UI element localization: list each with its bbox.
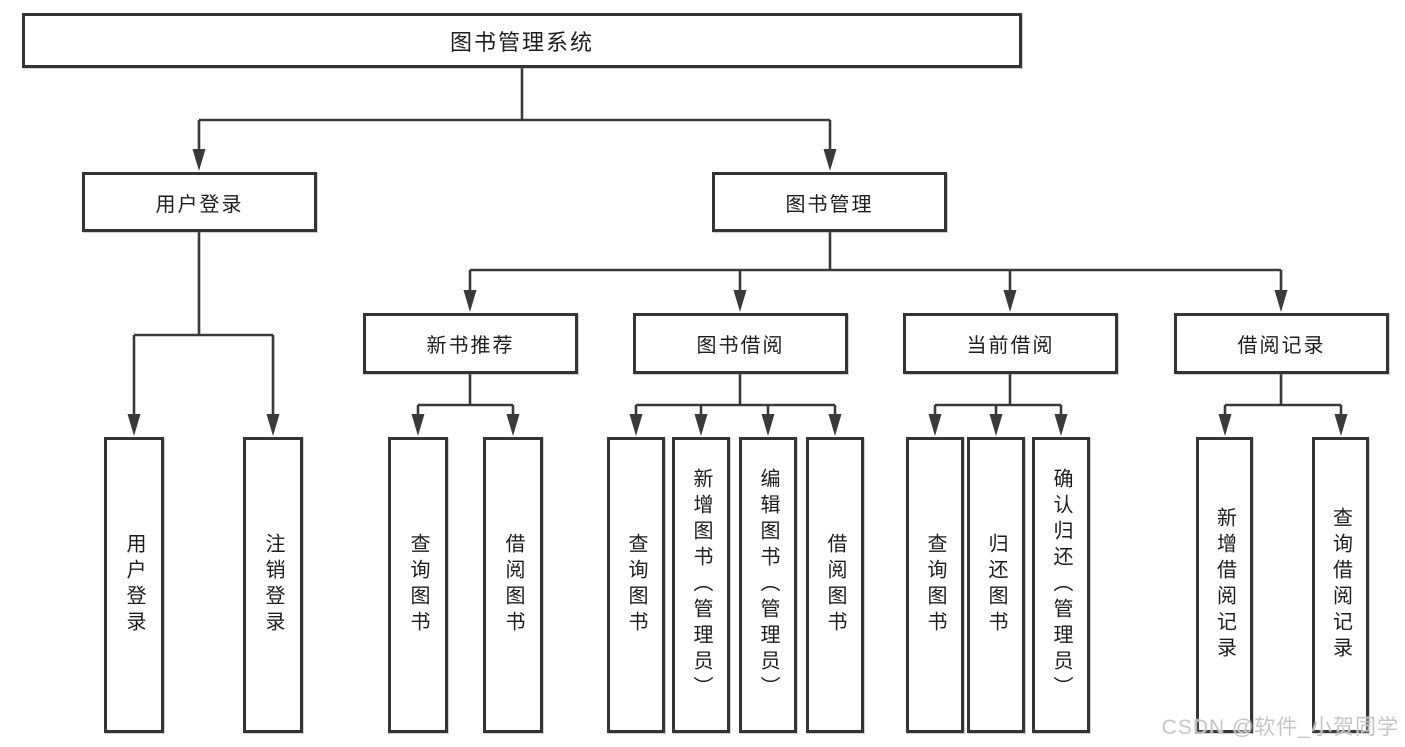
leaf-add-borrow-record: 新增借阅记录 [1196,437,1253,733]
arrowheads [127,149,1348,436]
watermark: CSDN @软件_小贺同学 [1161,716,1399,739]
node-new-book-recommendation: 新书推荐 [363,313,578,374]
leaf-query-books-recommend: 查询图书 [388,437,448,733]
node-book-management-module: 图书管理 [712,172,947,232]
node-user-login-module: 用户登录 [82,172,317,232]
leaf-query-books-current: 查询图书 [906,437,964,733]
node-library-management-system: 图书管理系统 [22,13,1022,68]
leaf-user-login: 用户登录 [104,437,164,733]
leaf-return-book: 归还图书 [967,437,1025,733]
leaf-borrow-books-recommend: 借阅图书 [483,437,543,733]
node-book-borrowing: 图书借阅 [633,313,848,374]
node-current-borrowing: 当前借阅 [903,313,1118,374]
leaf-query-books-borrowing: 查询图书 [607,437,665,733]
leaf-query-borrow-record: 查询借阅记录 [1312,437,1369,733]
leaf-confirm-return-admin: 确认归还（管理员） [1032,437,1090,733]
leaf-borrow-books-borrowing: 借阅图书 [806,437,864,733]
leaf-add-book-admin: 新增图书（管理员） [672,437,730,733]
leaf-edit-book-admin: 编辑图书（管理员） [739,437,797,733]
node-borrowing-records: 借阅记录 [1174,313,1389,374]
leaf-logout: 注销登录 [243,437,303,733]
